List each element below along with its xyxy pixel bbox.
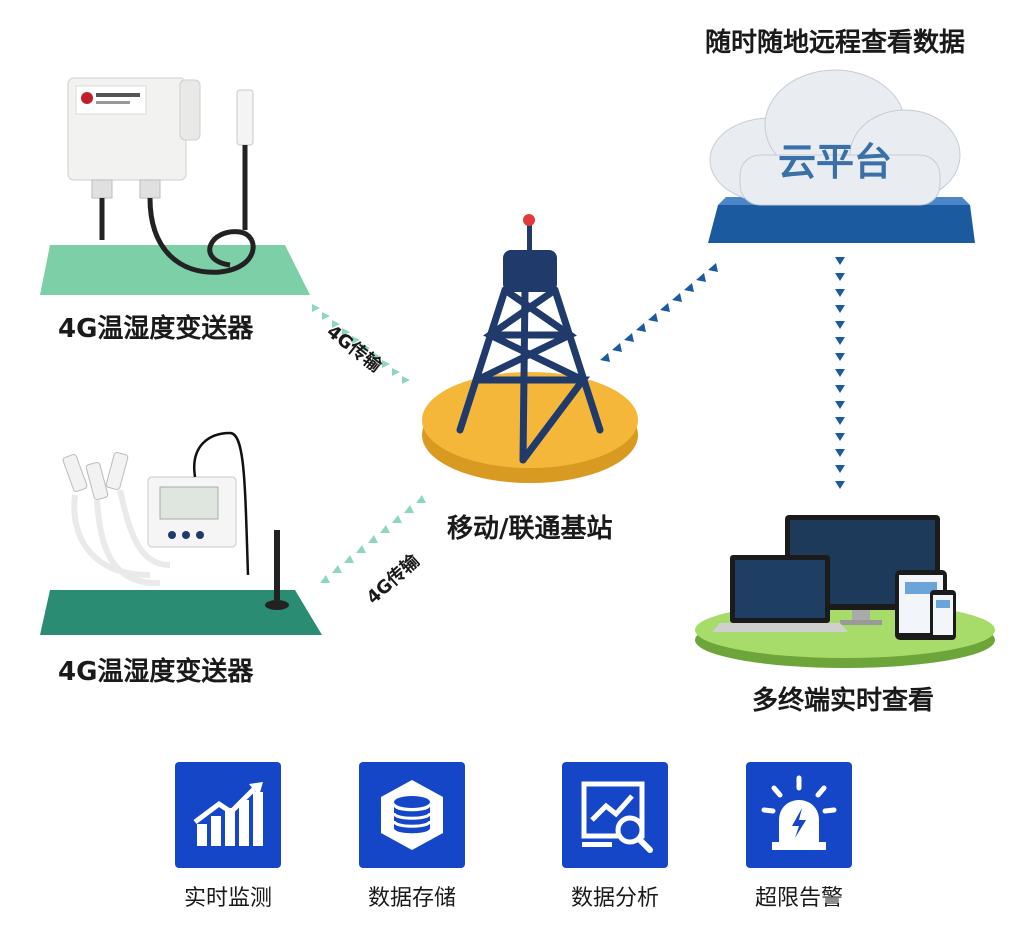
top-device-scene bbox=[40, 77, 310, 295]
feature-realtime-monitor-tile bbox=[175, 762, 281, 868]
bottom-device-label: 4G温湿度变送器 bbox=[58, 657, 254, 687]
feature-label-4: 超限告警 bbox=[754, 886, 843, 911]
top-device-probe bbox=[236, 89, 254, 146]
bottom-device-platform bbox=[40, 590, 322, 635]
database-icon bbox=[381, 780, 443, 850]
link-bottom bbox=[320, 495, 426, 583]
feature-label-2: 数据存储 bbox=[367, 886, 456, 911]
antenna-beacon bbox=[523, 214, 535, 226]
cloud-scene: 云平台 bbox=[708, 69, 975, 243]
top-device-label: 4G温湿度变送器 bbox=[58, 314, 254, 344]
cloud-caption: 随时随地远程查看数据 bbox=[705, 28, 966, 58]
base-station bbox=[422, 214, 638, 483]
cloud-shape bbox=[709, 69, 961, 206]
feature-data-analysis-tile bbox=[562, 762, 668, 868]
cloud-base bbox=[708, 205, 975, 243]
chart-magnifier-icon bbox=[581, 781, 653, 853]
antenna-housing bbox=[503, 250, 557, 292]
base-station-platform bbox=[422, 372, 638, 468]
feature-label-1: 实时监测 bbox=[183, 886, 272, 911]
link-terminals bbox=[835, 257, 845, 489]
feature-label-3: 数据分析 bbox=[570, 886, 659, 911]
bar-chart-trend-icon bbox=[193, 782, 263, 846]
feature-data-storage-tile bbox=[359, 762, 465, 868]
feature-alarm-tile bbox=[746, 762, 852, 868]
link-cloud bbox=[600, 263, 718, 362]
terminals-label: 多终端实时查看 bbox=[752, 686, 935, 716]
cloud-name: 云平台 bbox=[778, 140, 892, 184]
link-top bbox=[312, 304, 410, 384]
terminals-scene bbox=[695, 515, 995, 668]
top-device-platform bbox=[40, 245, 310, 295]
base-station-label: 移动/联通基站 bbox=[447, 514, 613, 544]
bottom-device-scene bbox=[40, 431, 322, 635]
alarm-light-icon bbox=[761, 775, 837, 850]
